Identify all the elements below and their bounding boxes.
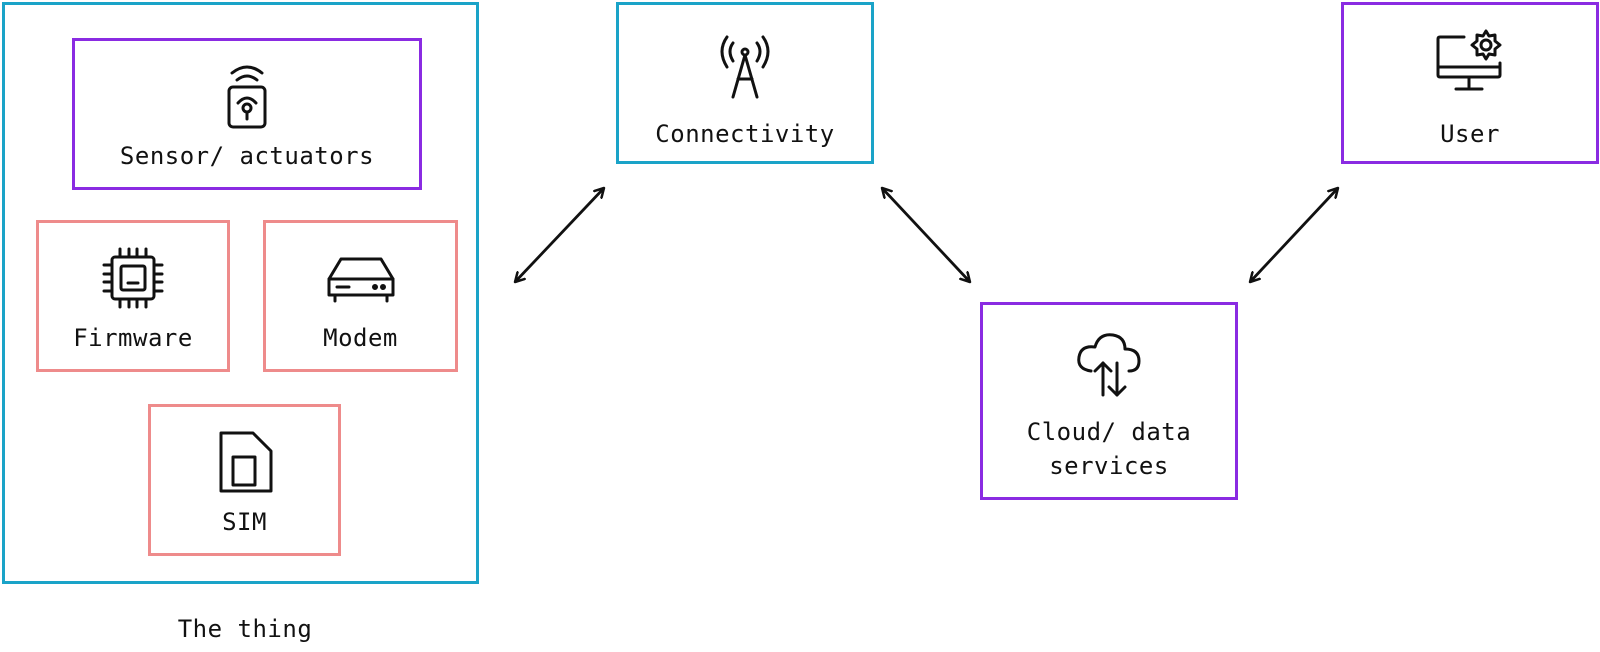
user-node: User — [1341, 2, 1599, 164]
sensor-actuators-node: Sensor/ actuators — [72, 38, 422, 190]
cloud-data-services-label: Cloud/ data services — [1026, 418, 1192, 480]
cloud-upload-download-icon — [1073, 327, 1145, 399]
firmware-label: Firmware — [73, 324, 193, 352]
connectivity-node: Connectivity — [616, 2, 874, 164]
modem-label: Modem — [323, 324, 398, 352]
the-thing-caption: The thing — [177, 615, 313, 643]
sim-label: SIM — [222, 508, 267, 536]
sim-node: SIM — [148, 404, 341, 556]
sim-card-icon — [215, 427, 275, 497]
modem-node: Modem — [263, 220, 458, 372]
user-label: User — [1440, 120, 1500, 148]
arrow-connectivity-cloud — [882, 188, 970, 282]
sensor-wifi-icon — [222, 63, 272, 133]
chip-icon — [100, 245, 166, 311]
connectivity-label: Connectivity — [655, 120, 835, 148]
firmware-node: Firmware — [36, 220, 230, 372]
cloud-data-services-node: Cloud/ data services — [980, 302, 1238, 500]
arrow-cloud-user — [1250, 188, 1338, 282]
monitor-gear-icon — [1434, 27, 1506, 95]
sensor-actuators-label: Sensor/ actuators — [119, 142, 375, 170]
antenna-tower-icon — [713, 27, 777, 99]
modem-icon — [325, 251, 397, 307]
arrow-thing-connectivity — [515, 188, 604, 282]
